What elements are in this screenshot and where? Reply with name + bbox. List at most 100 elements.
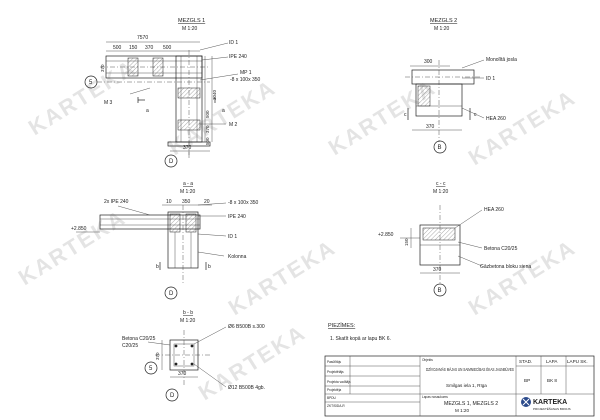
tb-row-label: ZKT/SIDA-R <box>327 404 345 408</box>
section-mark: a <box>222 108 225 114</box>
section-mark: a <box>146 108 149 114</box>
detail-title: b - b <box>183 310 193 316</box>
dim-label: 350 <box>182 199 191 205</box>
detail-title: MEZGLS 1 <box>178 18 205 24</box>
callout-label: Gāzbetona bloku siena <box>480 264 531 270</box>
axis-marker: D <box>169 291 174 297</box>
callout-label: MP 1 <box>240 70 252 76</box>
detail-scale: M 1:20 <box>180 318 196 324</box>
watermark-text: KARTEKA <box>14 205 130 291</box>
callout-label: IPE 240 <box>229 54 247 60</box>
tb-header: LAPU SK. <box>567 359 588 364</box>
tb-sheet-title-label: Lapas nosaukums <box>422 395 448 399</box>
detail-title: c - c <box>436 181 446 187</box>
title-block: Pasūtītājs Projektētājs Projekta vadītāj… <box>324 355 595 417</box>
notes-heading: PIEZĪMES: <box>328 322 356 329</box>
dim-label: 370 <box>145 45 154 51</box>
dim-label: 500 <box>113 45 122 51</box>
dim-label: 500 <box>205 110 210 118</box>
callout-label: Ø12 B500B 4gb. <box>228 385 265 391</box>
watermark-text: KARTEKA <box>24 55 140 141</box>
section-mark: c <box>404 112 407 118</box>
callout-label: M 3 <box>104 100 113 106</box>
tb-row-label: Projektētājs <box>327 370 344 374</box>
axis-marker: D <box>170 393 175 399</box>
axis-marker: 5 <box>149 366 153 372</box>
callout-label: ID 1 <box>229 40 238 46</box>
watermark-text: KARTEKA <box>464 85 580 171</box>
dim-label: 370 <box>178 371 187 377</box>
dim-label: 150 <box>404 238 409 246</box>
dim-label: 370 <box>155 352 160 360</box>
dim-label: 500 <box>163 45 172 51</box>
tb-header: STAD. <box>519 359 532 364</box>
tb-value: BK 8 <box>547 378 557 383</box>
detail-title: MEZGLS 2 <box>430 18 457 24</box>
watermark-text: KARTEKA <box>194 320 310 406</box>
section-mark: c <box>474 112 477 118</box>
detail-mezgls-2: MEZGLS 2 M 1:20 300 370 Monolītā josla I… <box>404 18 517 154</box>
note-item: 1. Skatīt kopā ar lapu BK 6. <box>330 336 391 342</box>
callout-label: Betona C20/25 <box>484 246 518 252</box>
section-b-b: b - b M 1:20 370 370 Betona C20/25 C20/2… <box>122 310 265 402</box>
watermark-text: KARTEKA <box>224 235 340 321</box>
axis-marker: D <box>169 159 174 165</box>
tb-sheet-title: MEZGLS 1, MEZGLS 2 <box>444 401 498 407</box>
callout-label: Monolītā josla <box>486 57 517 63</box>
notes: PIEZĪMES: 1. Skatīt kopā ar lapu BK 6. <box>328 322 391 342</box>
tb-row-label: Projektēja <box>327 388 341 392</box>
dim-label: 370 <box>183 145 192 151</box>
dim-label: 10 <box>166 199 172 205</box>
dim-label: 370 <box>433 267 442 273</box>
callout-label: M 2 <box>229 122 238 128</box>
dim-label: 20 <box>204 199 210 205</box>
tb-row-label: Pasūtītājs <box>327 360 341 364</box>
watermark-text: KARTEKA <box>164 75 280 161</box>
tb-header: LAPA <box>546 359 558 364</box>
tb-objekts-label: Objekts <box>422 358 433 362</box>
karteka-logo: KARTEKA PROJEKTĒŠANAS BIROJS <box>521 397 571 411</box>
callout-label: C20/25 <box>122 343 138 349</box>
logo-subtext: PROJEKTĒŠANAS BIROJS <box>533 406 571 411</box>
detail-scale: M 1:20 <box>434 26 450 32</box>
tb-address: Smilgas iela 1, Rīga <box>446 383 487 388</box>
callout-label: Kolonna <box>228 254 247 260</box>
callout-label: ID 1 <box>486 76 495 82</box>
tb-row-label: BPDU <box>327 396 337 400</box>
callout-label: IPE 240 <box>228 214 246 220</box>
dim-label: 3040 <box>212 89 217 100</box>
level-mark: +2.850 <box>378 232 394 238</box>
section-a-a: a - a M 1:20 10 350 20 +2.850 2x IPE 240… <box>71 181 259 300</box>
detail-scale: M 1:20 <box>180 189 196 195</box>
dim-label: 500 <box>205 137 210 145</box>
dim-label: 370 <box>205 125 210 133</box>
callout-label: ID 1 <box>228 234 237 240</box>
callout-label: -8 x 100x 350 <box>230 77 261 83</box>
tb-sheet-scale: M 1:20 <box>455 408 469 413</box>
tb-value: BP <box>524 378 530 383</box>
axis-marker: B <box>438 288 442 294</box>
axis-marker: B <box>438 145 442 151</box>
dim-label: 370 <box>426 124 435 130</box>
dim-label: 7570 <box>137 35 148 41</box>
detail-mezgls-1: MEZGLS 1 M 1:20 7570 500 150 370 500 304… <box>84 18 261 168</box>
dim-label: 150 <box>129 45 138 51</box>
dim-label: 300 <box>424 59 433 65</box>
callout-label: HEA 260 <box>484 207 504 213</box>
detail-scale: M 1:20 <box>433 189 449 195</box>
axis-marker: 5 <box>89 80 93 86</box>
watermark-layer: KARTEKA KARTEKA KARTEKA KARTEKA KARTEKA … <box>14 55 580 406</box>
tb-row-label: Projekta vadītājs <box>327 380 351 384</box>
section-c-c: c - c M 1:20 +2.850 150 370 HEA 260 Beto… <box>378 181 531 297</box>
callout-label: Betona C20/25 <box>122 336 156 342</box>
tb-project-title: DZĪVOJAMĀS MĀJAS UN SAIMNIECĪBAS ĒKAS JA… <box>426 366 514 372</box>
section-mark: b <box>156 264 159 270</box>
logo-text: KARTEKA <box>533 399 567 406</box>
section-mark: b <box>208 264 211 270</box>
detail-scale: M 1:20 <box>182 26 198 32</box>
callout-label: HEA 260 <box>486 116 506 122</box>
level-mark: +2.850 <box>71 226 87 232</box>
callout-label: Ø6 B500B s.300 <box>228 324 265 330</box>
